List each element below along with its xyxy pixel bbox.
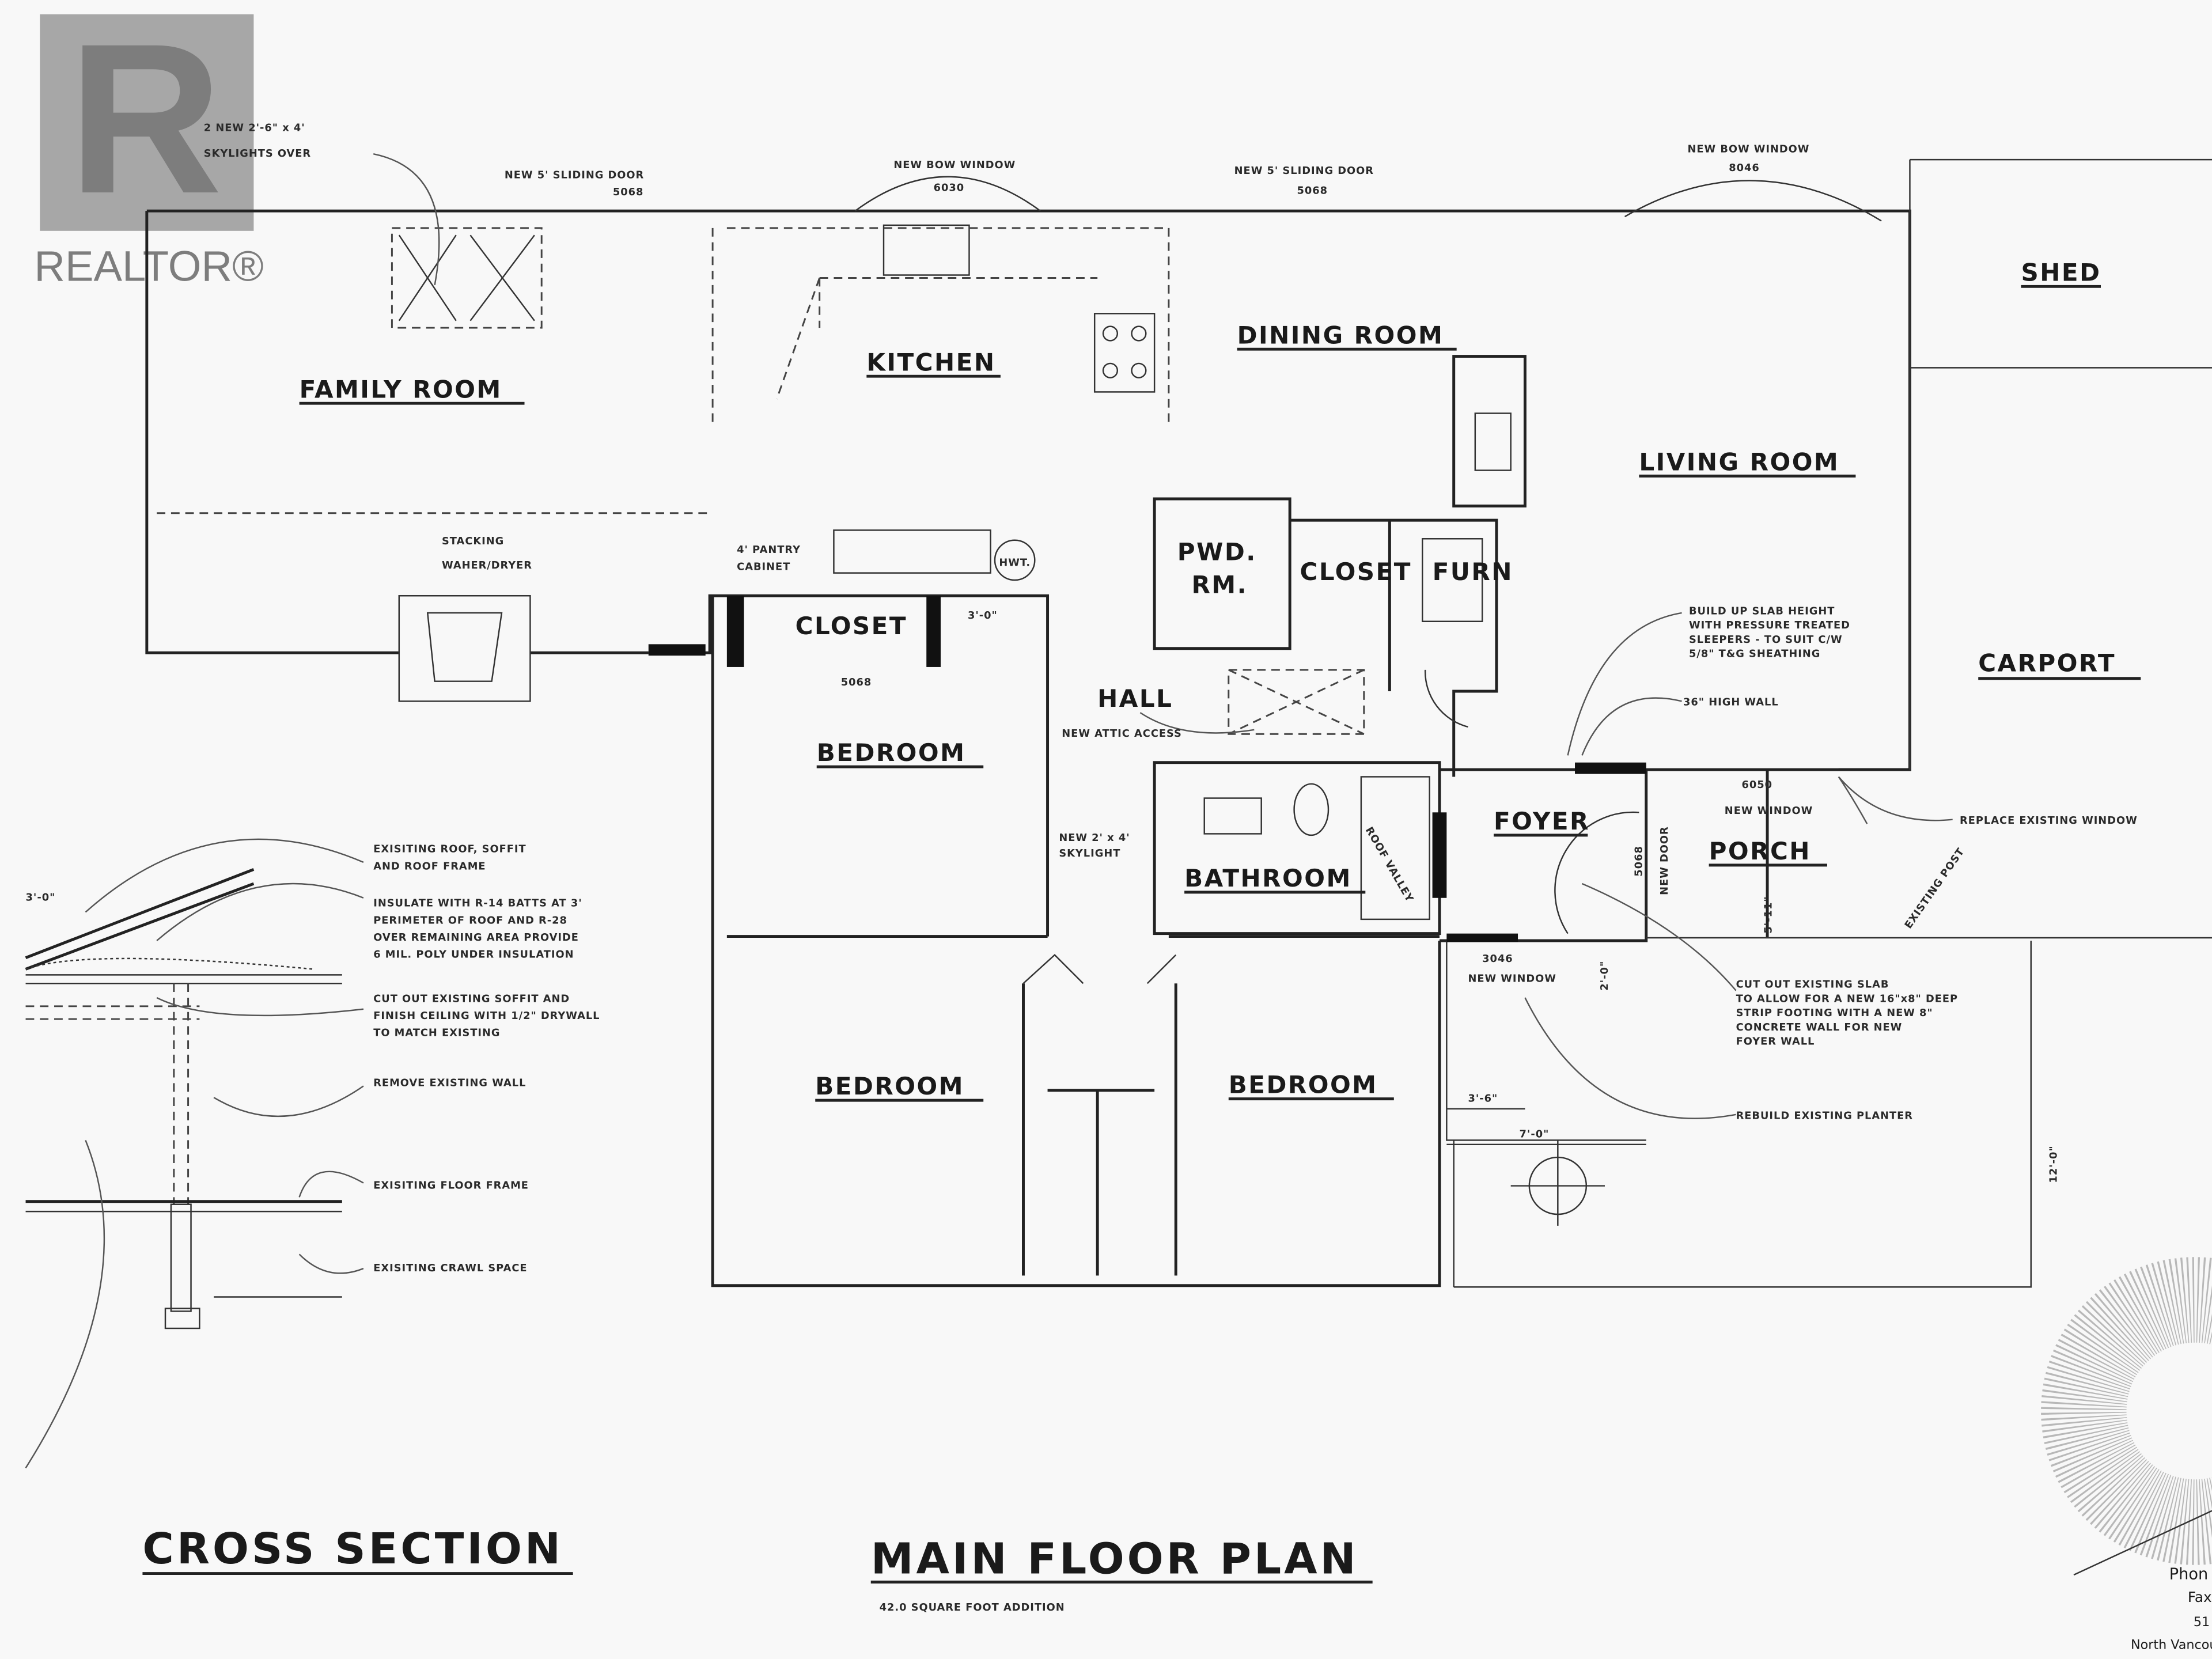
- plan-subtitle: 42.0 SQUARE FOOT ADDITION: [880, 1601, 1065, 1613]
- note-build-up-slab: BUILD UP SLAB HEIGHT: [1689, 605, 1835, 617]
- title-block-text: 51: [2194, 1615, 2210, 1630]
- note-insulate: PERIMETER OF ROOF AND R-28: [373, 914, 567, 926]
- note-bow-window: 6030: [934, 182, 965, 194]
- note-sliding-door: 5068: [1297, 184, 1328, 196]
- note-replace-window: REPLACE EXISTING WINDOW: [1960, 815, 2138, 827]
- note-cut-slab: FOYER WALL: [1736, 1036, 1815, 1048]
- room-label-powder-room: RM.: [1191, 570, 1248, 599]
- realtor-logo-text: REALTOR®: [34, 242, 263, 290]
- realtor-logo-mark: R: [68, 0, 222, 238]
- note-build-up-slab: WITH PRESSURE TREATED: [1689, 619, 1850, 631]
- room-label-hall: HALL: [1097, 684, 1173, 713]
- dimension-3-6: 3'-6": [1468, 1093, 1498, 1105]
- dimension-2-0: 2'-0": [1599, 961, 1611, 991]
- note-skylights: 2 NEW 2'-6" x 4': [204, 122, 305, 134]
- room-label-closet: CLOSET: [1300, 558, 1411, 586]
- note-pantry: CABINET: [737, 561, 790, 573]
- note-build-up-slab: 5/8" T&G SHEATHING: [1689, 648, 1820, 660]
- note-bow-window: NEW BOW WINDOW: [1687, 143, 1809, 156]
- note-sliding-door: 5068: [613, 186, 644, 198]
- note-washer-dryer: STACKING: [442, 535, 504, 547]
- note-washer-dryer: WAHER/DRYER: [442, 559, 532, 571]
- annotations: 2 NEW 2'-6" x 4' SKYLIGHTS OVER NEW 5' S…: [204, 122, 2138, 1183]
- note-insulate: 6 MIL. POLY UNDER INSULATION: [373, 949, 574, 961]
- note-build-up-slab: SLEEPERS - TO SUIT C/W: [1689, 634, 1843, 646]
- note-soffit: CUT OUT EXISTING SOFFIT AND: [373, 993, 570, 1005]
- note-new-window: 6050: [1742, 779, 1773, 791]
- note-insulate: OVER REMAINING AREA PROVIDE: [373, 931, 579, 944]
- note-floor-frame: EXISITING FLOOR FRAME: [373, 1180, 529, 1192]
- room-label-bedroom-2: BEDROOM: [815, 1072, 964, 1100]
- note-window-3046: NEW WINDOW: [1468, 973, 1556, 985]
- note-closet-door: 5068: [841, 676, 872, 688]
- note-existing-post: EXISTING POST: [1902, 846, 1967, 931]
- note-insulate: INSULATE WITH R-14 BATTS AT 3': [373, 897, 582, 910]
- note-crawl-space: EXISITING CRAWL SPACE: [373, 1262, 527, 1274]
- room-label-dining-room: DINING ROOM: [1237, 321, 1444, 349]
- note-sliding-door: NEW 5' SLIDING DOOR: [1234, 165, 1374, 177]
- note-roof: AND ROOF FRAME: [373, 860, 486, 872]
- note-attic-access: NEW ATTIC ACCESS: [1062, 728, 1182, 740]
- realtor-logo: R REALTOR®: [34, 0, 263, 290]
- note-remove-wall: REMOVE EXISTING WALL: [373, 1077, 526, 1089]
- note-soffit: FINISH CEILING WITH 1/2" DRYWALL: [373, 1010, 600, 1022]
- room-label-kitchen: KITCHEN: [866, 348, 995, 376]
- room-label-bedroom-1: BEDROOM: [817, 738, 966, 767]
- north-arrow-icon: [2041, 1257, 2212, 1576]
- note-bow-window: NEW BOW WINDOW: [893, 159, 1016, 171]
- room-label-family-room: FAMILY ROOM: [300, 375, 502, 403]
- note-high-wall: 36" HIGH WALL: [1683, 696, 1779, 709]
- note-window-3046: 3046: [1482, 953, 1513, 965]
- note-cut-slab: TO ALLOW FOR A NEW 16"x8" DEEP: [1736, 993, 1958, 1005]
- room-label-living-room: LIVING ROOM: [1639, 448, 1839, 476]
- title-block: Phon Fax 51 North Vancou: [2131, 1565, 2212, 1652]
- room-labels: FAMILY ROOM KITCHEN DINING ROOM LIVING R…: [300, 258, 2141, 1102]
- room-label-foyer: FOYER: [1494, 807, 1590, 835]
- room-label-furnace: FURN: [1433, 558, 1513, 586]
- note-new-window: NEW WINDOW: [1725, 805, 1813, 817]
- room-label-closet: CLOSET: [796, 612, 907, 640]
- dimension-12-0: 12'-0": [2047, 1145, 2059, 1183]
- room-label-carport: CARPORT: [1978, 649, 2116, 677]
- dimension-7-0: 7'-0": [1520, 1128, 1550, 1140]
- note-cut-slab: STRIP FOOTING WITH A NEW 8": [1736, 1007, 1933, 1019]
- note-cut-slab: CONCRETE WALL FOR NEW: [1736, 1021, 1903, 1033]
- fixtures: [391, 176, 1882, 934]
- room-label-bedroom-3: BEDROOM: [1229, 1071, 1378, 1099]
- note-roof: EXISITING ROOF, SOFFIT: [373, 843, 526, 855]
- room-label-powder-room: PWD.: [1177, 537, 1257, 566]
- cross-section-title: CROSS SECTION: [142, 1524, 563, 1574]
- note-hot-water-tank: HWT.: [999, 556, 1031, 569]
- note-skylight: NEW 2' x 4': [1059, 832, 1130, 844]
- leader-lines: [373, 153, 1953, 1119]
- note-skylights: SKYLIGHTS OVER: [204, 147, 311, 160]
- note-pantry: 4' PANTRY: [737, 544, 801, 556]
- note-new-door: 5068: [1633, 846, 1645, 877]
- cross-section-notes: 3'-0" EXISITING ROOF, SOFFIT AND ROOF FR…: [26, 843, 600, 1274]
- room-label-shed: SHED: [2021, 258, 2101, 286]
- dimension-5-11: 5'-11": [1762, 896, 1774, 933]
- dimension-3-0: 3'-0": [968, 609, 998, 622]
- walls: [145, 158, 2212, 1288]
- room-label-porch: PORCH: [1709, 837, 1811, 865]
- note-new-door: NEW DOOR: [1658, 826, 1671, 895]
- note-planter: REBUILD EXISTING PLANTER: [1736, 1109, 1913, 1122]
- room-label-bathroom: BATHROOM: [1184, 864, 1352, 892]
- title-block-text: North Vancou: [2131, 1638, 2212, 1653]
- main-floor-plan-title: MAIN FLOOR PLAN: [871, 1534, 1359, 1584]
- note-roof-valley: ROOF VALLEY: [1363, 825, 1416, 904]
- note-skylight: SKYLIGHT: [1059, 847, 1120, 859]
- title-block-text: Fax: [2188, 1589, 2212, 1605]
- note-cut-slab: CUT OUT EXISTING SLAB: [1736, 979, 1889, 991]
- dimension-cross-section: 3'-0": [26, 892, 56, 904]
- note-soffit: TO MATCH EXISTING: [373, 1027, 500, 1039]
- titles: CROSS SECTION MAIN FLOOR PLAN 42.0 SQUAR…: [142, 1524, 1373, 1613]
- cross-section-drawing: [25, 838, 364, 1469]
- note-bow-window: 8046: [1729, 162, 1760, 174]
- note-sliding-door: NEW 5' SLIDING DOOR: [505, 169, 644, 181]
- title-block-text: Phon: [2169, 1565, 2209, 1583]
